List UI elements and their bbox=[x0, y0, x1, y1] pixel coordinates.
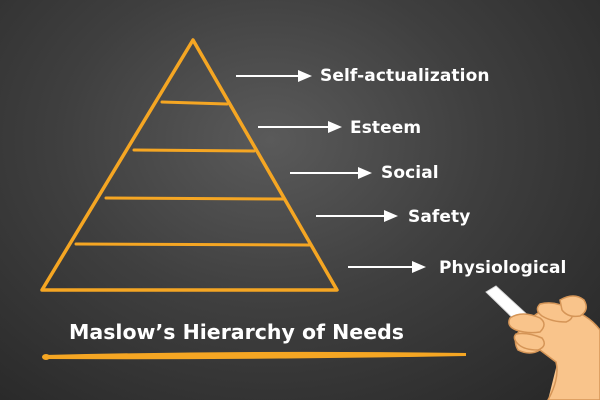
level-label-physiological: Physiological bbox=[439, 258, 567, 278]
title-underline bbox=[42, 351, 466, 360]
diagram-title: Maslow’s Hierarchy of Needs bbox=[69, 320, 404, 344]
arrow-right-icon bbox=[258, 121, 342, 133]
level-label-safety: Safety bbox=[408, 207, 471, 227]
hand-holding-chalk-icon bbox=[485, 285, 600, 400]
level-label-esteem: Esteem bbox=[350, 118, 422, 138]
level-label-social: Social bbox=[381, 163, 439, 183]
pyramid-diagram bbox=[40, 38, 339, 292]
arrow-right-icon bbox=[316, 210, 398, 222]
arrow-right-icon bbox=[236, 70, 312, 82]
level-label-self-actualization: Self-actualization bbox=[320, 66, 490, 86]
arrow-right-icon bbox=[348, 261, 426, 273]
arrow-right-icon bbox=[290, 167, 372, 179]
